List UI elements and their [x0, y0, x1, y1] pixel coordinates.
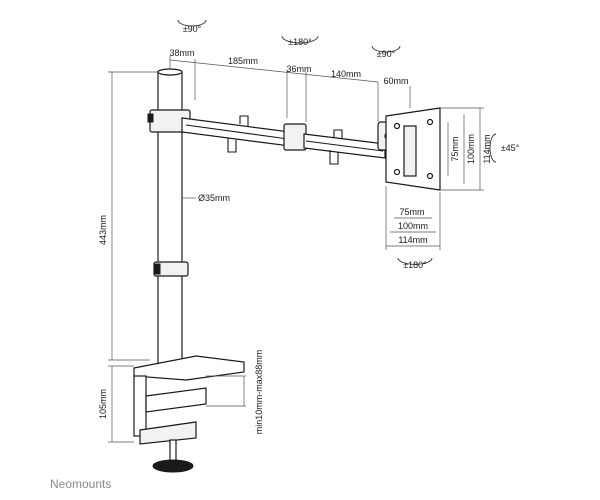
rotation-indicator-top-right: ±90° — [371, 45, 401, 59]
clamp-bottom-plate — [139, 421, 197, 445]
clamp-body — [133, 375, 147, 437]
brand-logo: Neomounts — [50, 477, 111, 491]
vesa-horizontal-114: 114mm — [398, 235, 427, 245]
cable-clip-1 — [227, 138, 237, 153]
arm-dim-5: 60mm — [383, 76, 408, 86]
arm-dimension-line: 38mm 185mm 36mm 140mm 60mm — [169, 48, 411, 122]
clamp-top-plate — [133, 355, 245, 381]
pole-diameter-label: Ø35mm — [198, 193, 230, 203]
arm-dim-4: 140mm — [331, 69, 361, 79]
vesa-horizontal-75: 75mm — [399, 207, 424, 217]
vesa-horizontal-100: 100mm — [398, 221, 428, 231]
rotation-indicator-tilt: ±45° — [489, 133, 520, 163]
vesa-vertical-100: 100mm — [466, 134, 476, 164]
pole-diameter-dimension: Ø35mm — [182, 193, 230, 203]
pole-height-dimension: 443mm — [98, 71, 160, 361]
desk-clamp: min10mm-max88mm — [133, 350, 264, 473]
clamp-height-dimension: 105mm — [98, 365, 134, 443]
arm-elbow-joint — [283, 123, 307, 151]
bracket-knob — [147, 113, 154, 123]
clamp-height-label: 105mm — [98, 389, 108, 419]
pole-top-cap — [157, 68, 183, 76]
vesa-plate: 75mm 100mm 114mm 75mm 100mm 114mm — [385, 107, 492, 250]
arm-dim-1: 38mm — [169, 48, 194, 58]
cable-clip-4 — [333, 129, 343, 139]
cable-clip-2 — [239, 115, 249, 126]
cable-clip-3 — [329, 150, 339, 165]
rotation-label-bottom: ±180° — [403, 260, 427, 270]
vesa-vertical-75: 75mm — [450, 136, 460, 161]
clamp-range-label: min10mm-max88mm — [254, 350, 264, 435]
arm-assembly — [147, 109, 409, 165]
clamp-screw — [169, 439, 177, 463]
arm-dim-2: 185mm — [228, 56, 258, 66]
rotation-label-tilt: ±45° — [501, 143, 520, 153]
collar-screw — [153, 263, 161, 275]
rotation-label-top-right: ±90° — [377, 49, 396, 59]
rotation-label-top-center: ±180° — [288, 37, 312, 47]
rotation-label-top-left: ±90° — [183, 24, 202, 34]
rotation-indicator-bottom: ±180° — [397, 257, 433, 270]
vesa-vertical-114: 114mm — [482, 134, 492, 163]
clamp-jaw — [145, 387, 207, 413]
arm-dim-3: 36mm — [286, 64, 311, 74]
rotation-indicator-top-left: ±90° — [177, 19, 207, 34]
vesa-plate-center — [403, 125, 417, 177]
pole-height-label: 443mm — [98, 215, 108, 245]
clamp-knob — [152, 459, 194, 473]
rotation-indicator-top-center: ±180° — [281, 35, 319, 47]
